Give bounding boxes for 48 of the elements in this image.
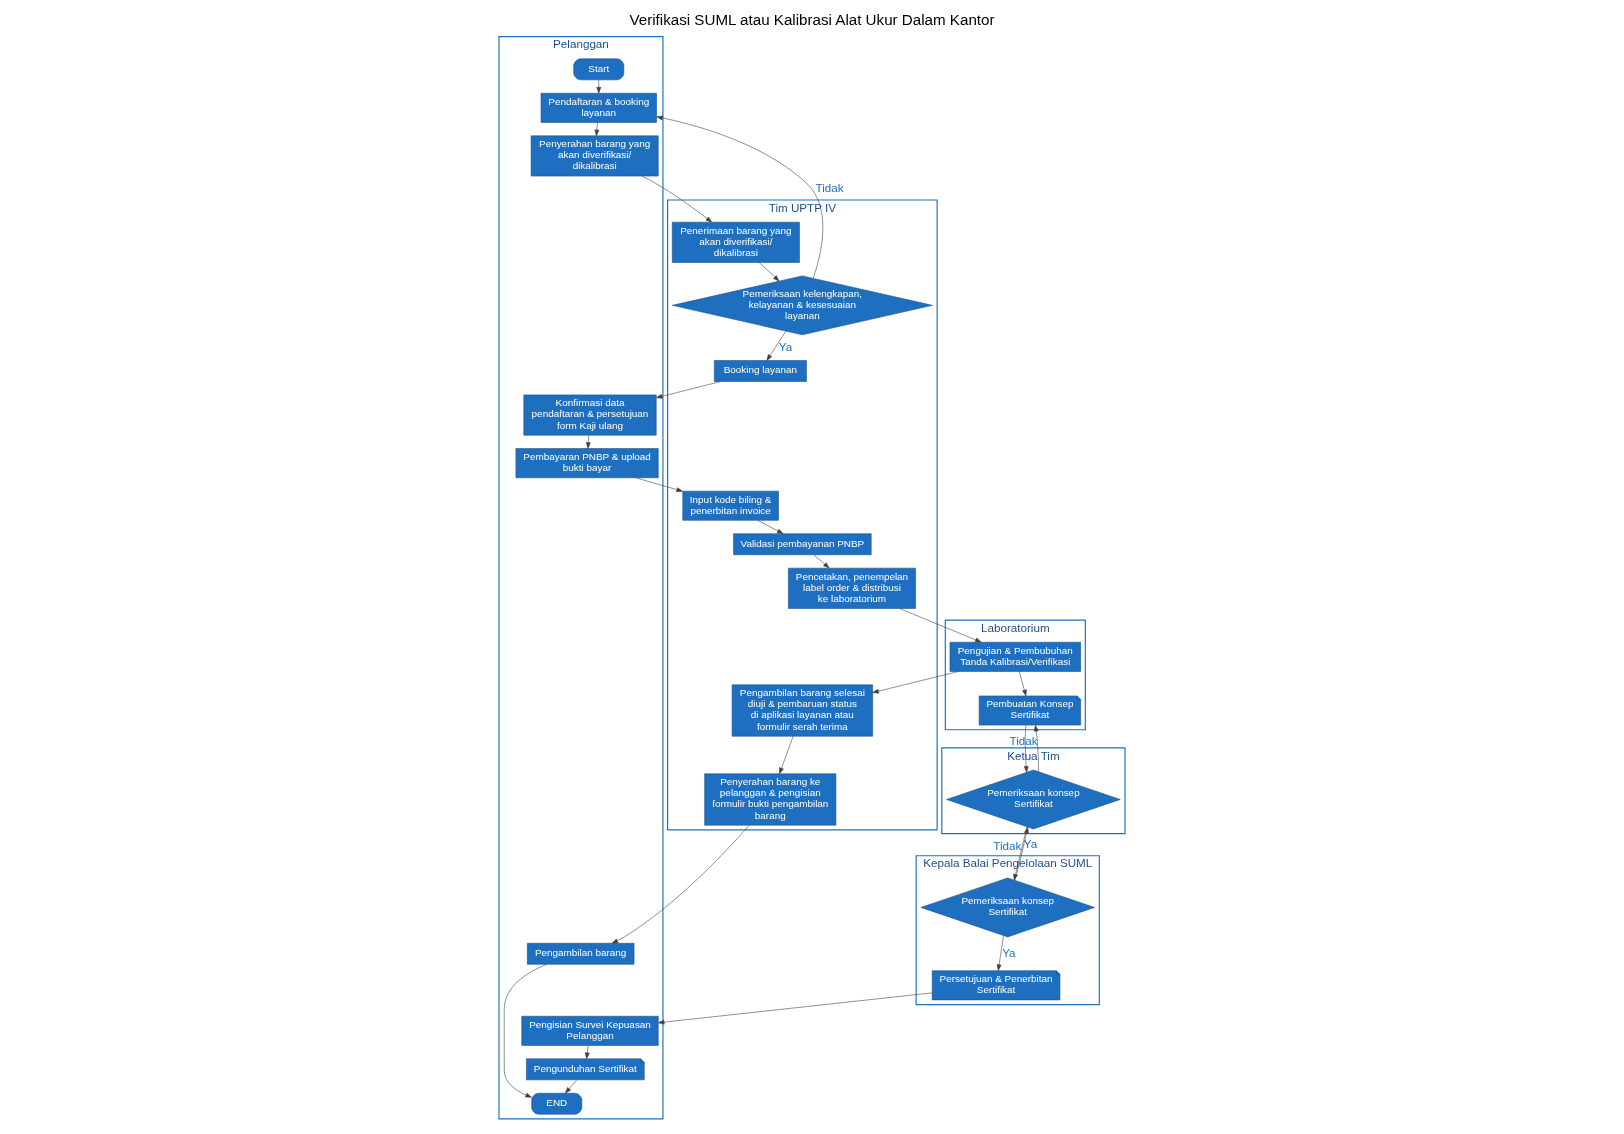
edge-label: Tidak [815, 180, 844, 194]
edge-label: Tidak [1009, 734, 1038, 748]
arrow [565, 1079, 578, 1094]
node-box: END [531, 1092, 583, 1115]
arrow [594, 122, 600, 137]
diagram-title: Verifikasi SUML atau Kalibrasi Alat Ukur Dalam Kantor [629, 10, 995, 28]
arrow [585, 1045, 590, 1059]
node-diamond: Pemeriksaan konsep Sertifikat [946, 769, 1121, 830]
arrow [813, 554, 830, 569]
arrow [779, 735, 794, 775]
node-box: Pengisian Survei Kepuasan Pelanggan [521, 1015, 659, 1046]
arrow [635, 477, 683, 492]
arrow [1023, 724, 1029, 773]
node-box: Pengambilan barang selesai diuji & pembaruan status di aplikasi layanan atau formulir serah terima [731, 684, 873, 737]
arrow [766, 330, 787, 361]
arrow [656, 115, 824, 279]
edge-label: Ya [1023, 836, 1038, 850]
node-box: Input kode biling & penerbitan invoice [682, 490, 779, 521]
node-box: Booking layanan [714, 360, 807, 382]
node-box: Pengambilan barang [527, 943, 635, 965]
edge-label: Ya [1002, 945, 1016, 959]
node-box: Pengujian & Pembubuhan Tanda Kalibrasi/Verifikasi [949, 641, 1081, 672]
node-box: Validasi pembayanan PNBP [733, 533, 872, 556]
arrow [1034, 724, 1039, 772]
arrow [758, 262, 780, 282]
node-box: Pencetakan, penempelan label order & distribusi ke laboratorium [788, 567, 916, 609]
node-box: Penerimaan barang yang akan diverifikasi/ dikalibrasi [672, 221, 800, 263]
node-box: Pembayaran PNBP & upload bukti bayar [515, 448, 659, 479]
node-diamond: Pemeriksaan konsep Sertifikat [920, 877, 1095, 938]
arrow [658, 992, 933, 1025]
node-box: Penyerahan barang ke pelanggan & pengisian formulir bukti pengambilan barang [704, 773, 837, 826]
arrow [503, 964, 547, 1098]
edge-label: Ya [778, 339, 793, 353]
node-box: Start [573, 58, 625, 81]
arrow [1018, 671, 1027, 697]
arrow [586, 434, 591, 449]
arrow [757, 520, 784, 534]
arrow [899, 608, 982, 643]
arrow [996, 935, 1004, 971]
arrow [872, 671, 959, 694]
node-box: Pendaftaran & booking layanan [540, 92, 657, 123]
arrow [596, 79, 602, 94]
edge-label: Tidak [993, 839, 1022, 853]
arrow [641, 175, 713, 223]
arrow [656, 381, 722, 399]
arrow [611, 824, 750, 944]
node-box: Konfirmasi data pendaftaran & persetujuan form Kaji ulang [523, 394, 657, 436]
node-box: Penyerahan barang yang akan diverifikasi/ dikalibrasi [530, 135, 659, 177]
